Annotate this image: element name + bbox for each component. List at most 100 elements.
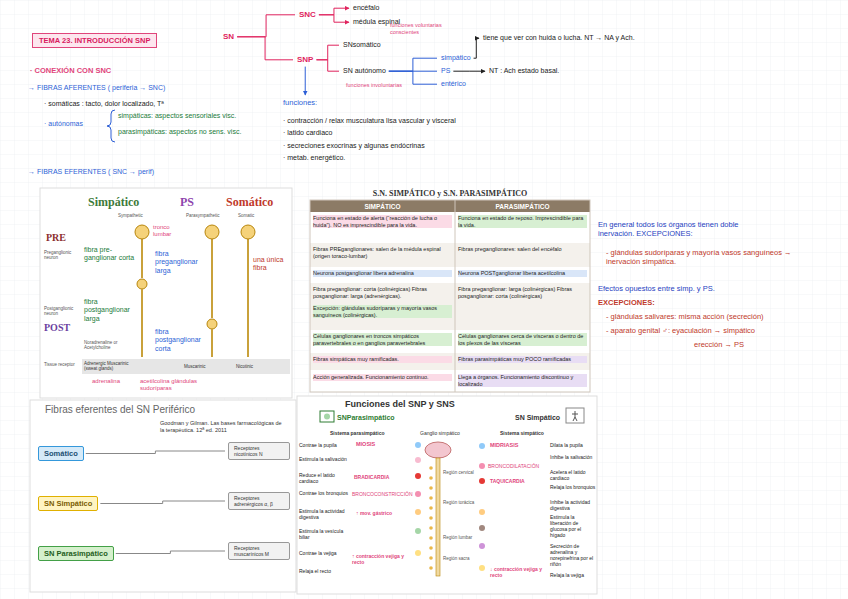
note-text: simpáticas: aspectos sensoriales visc. xyxy=(118,112,236,120)
figure-label: Relaja el recto xyxy=(299,568,349,574)
node-text: entérico xyxy=(441,80,466,88)
node-text: tiene que ver con huida o lucha. NT → NA… xyxy=(483,34,635,42)
figure-label: Estimula la actividad digestiva xyxy=(299,508,349,520)
figure-label: Reduce el latido cardíaco xyxy=(299,472,349,484)
receptor-box: Receptores muscarínicos M xyxy=(228,542,290,560)
ganglion xyxy=(207,319,217,329)
table-row xyxy=(310,353,590,370)
table-cell: Neurona postganglionar libera adrenalina xyxy=(313,270,452,277)
receptor-band xyxy=(82,359,290,374)
figure-title: Fibras eferentes del SN Periférico xyxy=(45,404,195,416)
figure-label: Dilata la pupila xyxy=(550,442,596,448)
figure-label: BRONCOCONSTRICCIÓN xyxy=(352,491,413,497)
table-cell: Células ganglionares cerca de vísceras o… xyxy=(458,333,587,346)
table-cell: Fibra preganglionar: larga (colinérgicas… xyxy=(458,286,587,299)
figure-label: Estimula la liberación de glucosa por el… xyxy=(550,514,596,538)
ganglion xyxy=(429,556,433,560)
organ-bladder xyxy=(415,550,421,556)
figure-label: Ganglio simpático xyxy=(420,430,460,436)
table-cell: Fibra preganglionar: corta (colinérgicas… xyxy=(313,286,452,299)
note-text: En general todos los órganos tienen dobl… xyxy=(598,220,768,238)
organ-heart xyxy=(479,478,485,484)
figure-label: fibra pre-ganglionar corta xyxy=(84,246,138,263)
table-title: S.N. SIMPÁTICO y S.N. PARASIMPÁTICO xyxy=(310,189,590,199)
connector xyxy=(237,15,295,37)
table-cell: Fibras parasimpáticas muy POCO ramificad… xyxy=(458,356,587,363)
connector xyxy=(319,15,349,22)
table-header-band xyxy=(310,200,590,212)
node-text: simpático xyxy=(441,54,471,62)
node-body-text: · contracción / relax musculatura lisa v… xyxy=(283,117,456,125)
ganglion-chain xyxy=(429,466,433,570)
nerve-fiber xyxy=(211,239,213,318)
figure-label: tronco lumbar xyxy=(153,224,181,238)
figure-label: Sistema simpático xyxy=(500,430,544,436)
tree-node: SNC xyxy=(298,10,317,20)
table-row xyxy=(310,283,590,330)
figure-label: Región sacra xyxy=(443,556,470,561)
node-text: SNP xyxy=(297,55,313,65)
organ-gland xyxy=(415,457,421,463)
connector xyxy=(319,8,349,15)
node-text: SN Simpático xyxy=(44,499,92,508)
note-text: - aparato genital ♂: eyaculación → simpá… xyxy=(606,326,755,335)
node-body-text: · latido cardiaco xyxy=(283,129,456,137)
figure-label: Goodman y Gilman. Las bases farmacológic… xyxy=(160,420,285,433)
icon-box xyxy=(320,411,334,422)
tree-leaf: PS xyxy=(440,67,451,75)
note-text: · CONEXIÓN CON SNC xyxy=(30,66,111,75)
table-cell: Fibras PREganglionares: salen de la médu… xyxy=(313,246,452,259)
table-header: PARASIMPÁTICO xyxy=(455,203,590,211)
figure-label: SNParasimpático xyxy=(337,414,395,422)
table-divider xyxy=(455,200,456,392)
tree-node: SN xyxy=(222,32,235,42)
figure-label: ↓ contracción vejiga y recto xyxy=(490,566,546,578)
system-box: Somático xyxy=(38,446,84,461)
organ-lung xyxy=(415,491,421,497)
ganglion xyxy=(429,466,433,470)
figure-label: Noradrenaline or Acetylcholine xyxy=(84,340,138,351)
note-text: EXCEPCIONES: xyxy=(598,298,655,307)
figure-label: Muscarinic xyxy=(184,364,206,369)
figure-panel xyxy=(297,396,597,594)
node-text: SN autónomo xyxy=(343,67,386,75)
figure-label: PRE xyxy=(46,232,66,244)
connector xyxy=(474,38,479,58)
node-text: Receptores nicotínicos N xyxy=(234,445,284,457)
figure-label: Parasympathetic xyxy=(186,213,220,218)
figure-label: Secreción de adrenalina y norepinefrina … xyxy=(550,543,596,567)
tree-node: SNP xyxy=(296,55,314,65)
figure-label: Acelera el latido cardíaco xyxy=(550,469,596,481)
figure-label: BRADICARDIA xyxy=(354,474,389,480)
organ-bladder xyxy=(479,565,485,571)
figure-label: MIOSIS xyxy=(356,441,375,448)
figure-label: Preganglionic neuron xyxy=(44,250,78,261)
organ-eye xyxy=(415,442,421,448)
receptor-box: Receptores nicotínicos N xyxy=(228,442,290,460)
note-text: · somáticas : tacto, dolor localizado, T… xyxy=(44,100,164,108)
connector xyxy=(316,45,339,60)
figure-label: Contrae la pupila xyxy=(299,442,349,448)
spinal-cord xyxy=(436,458,440,576)
ganglion xyxy=(429,526,433,530)
node-text: SNC xyxy=(299,10,316,20)
figure-panel xyxy=(30,400,296,592)
ganglion xyxy=(137,279,147,289)
note-node: NT : Ach estado basal. xyxy=(488,67,560,75)
ganglion xyxy=(429,506,433,510)
ganglion xyxy=(429,516,433,520)
ganglion xyxy=(429,486,433,490)
note-text: → FIBRAS EFERENTES ( SNC → perif) xyxy=(28,168,154,176)
connector xyxy=(453,71,485,72)
figure-label: Contrae los bronquios xyxy=(299,490,349,496)
connector xyxy=(305,67,306,95)
table-row xyxy=(310,370,590,392)
connector xyxy=(100,501,225,504)
table-cell: Funciona en estado de reposo. Imprescind… xyxy=(458,215,587,228)
node-text: funciones: xyxy=(283,98,456,107)
organ-stomach xyxy=(415,509,421,515)
connector xyxy=(389,58,437,71)
figure-label: Adrenergic Muscarinic (sweat glands) xyxy=(84,361,136,372)
node-text: SNsomático xyxy=(343,41,381,49)
organ-stomach xyxy=(479,509,485,515)
